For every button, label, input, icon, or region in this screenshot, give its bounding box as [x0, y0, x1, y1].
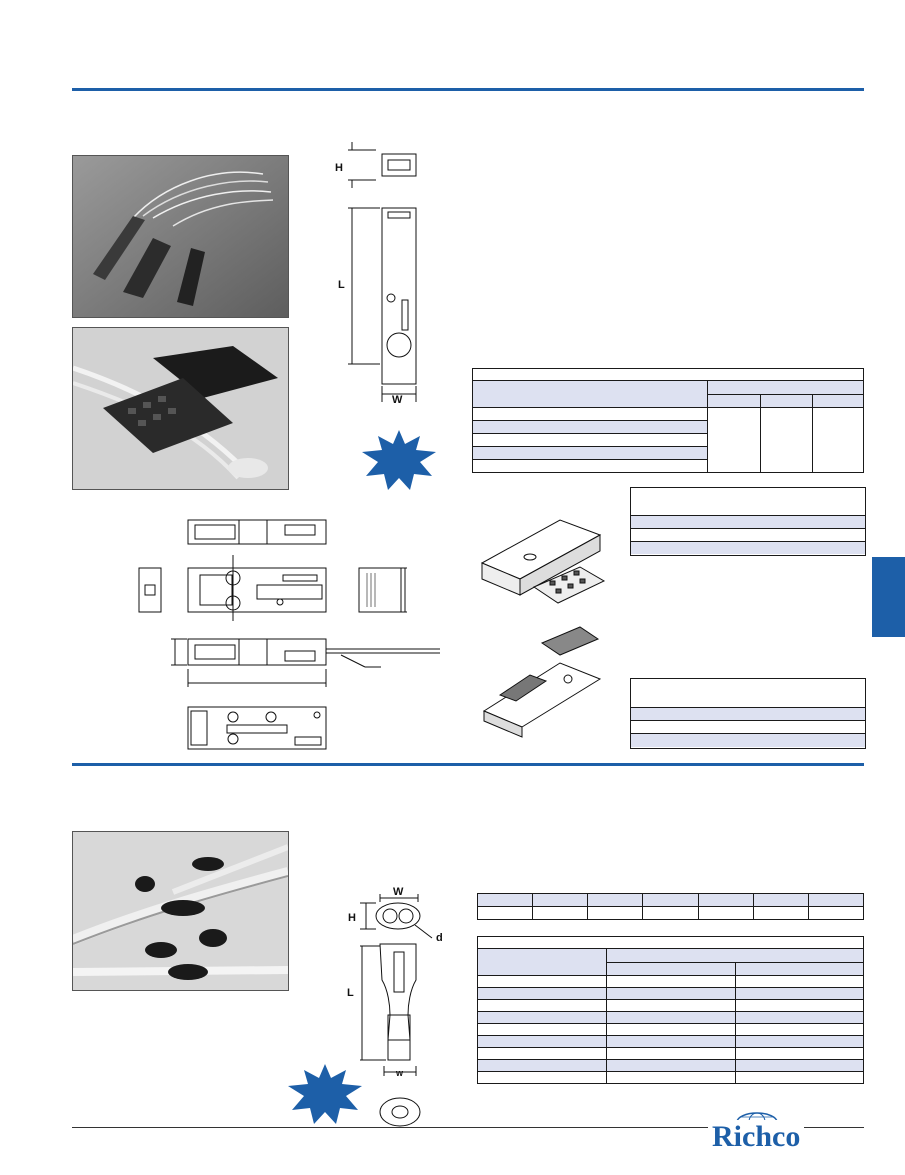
new-starburst-icon-bottom [288, 1064, 362, 1124]
spec-band-upper [630, 487, 866, 556]
dim-label-w-top: W [392, 394, 403, 406]
exploded-part-drawing [480, 519, 606, 738]
richco-logo: Richco [708, 1120, 805, 1154]
dim-label-h-bottom: H [348, 912, 356, 924]
product-photo-connectors [72, 155, 289, 318]
bottom-dimension-drawing [360, 894, 433, 1127]
section-tab [872, 557, 905, 637]
bottom-spec-table [477, 936, 864, 1084]
dim-label-h-top: H [335, 162, 343, 174]
dim-label-w-bottom: W [393, 886, 404, 898]
top-spec-table [472, 368, 865, 473]
dim-label-l-bottom: L [347, 987, 354, 999]
bottom-dimension-table [476, 893, 865, 920]
product-photo-splices [72, 831, 289, 991]
section-rule-middle [72, 763, 864, 766]
dim-label-l-top: L [338, 279, 345, 291]
section-rule-top [72, 88, 864, 91]
dim-label-w-lower: w [396, 1068, 404, 1078]
dim-label-d-bottom: d [436, 932, 443, 944]
orthographic-views [138, 519, 440, 750]
product-photo-housing [72, 327, 289, 490]
spec-band-lower [630, 678, 866, 749]
footer-rule [72, 1127, 864, 1128]
new-starburst-icon [362, 430, 436, 490]
top-dimension-drawing [348, 142, 417, 402]
